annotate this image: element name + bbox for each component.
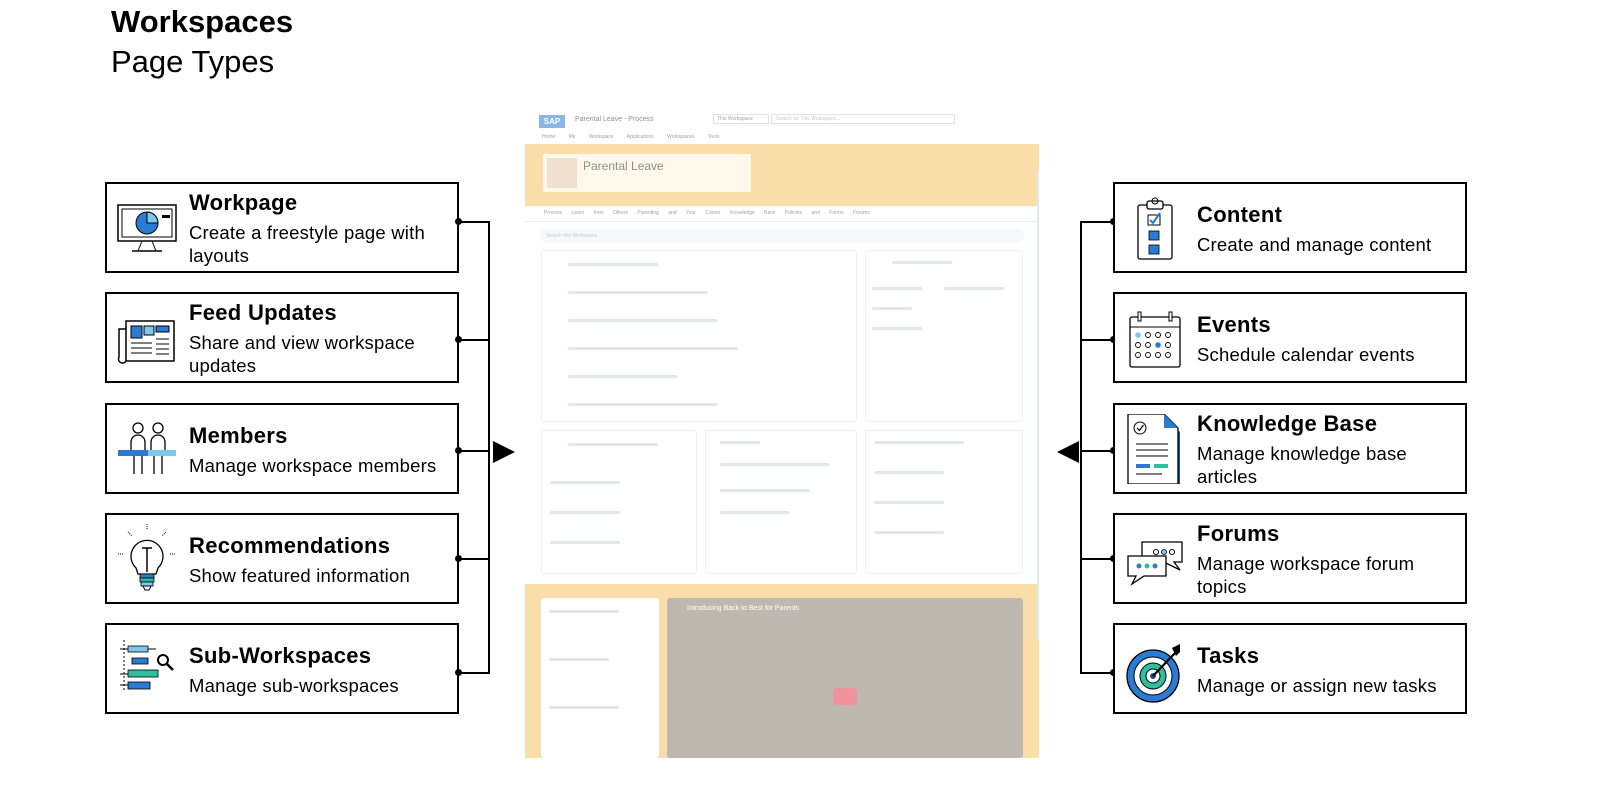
search-box: Search for This Workspace... <box>771 114 955 124</box>
target-arrow-icon <box>1126 644 1180 703</box>
card-title: Content <box>1197 202 1283 227</box>
card-knowledge-base[interactable]: Knowledge Base Manage knowledge base art… <box>1113 403 1467 494</box>
hero-card: Parental Leave <box>543 154 751 192</box>
video-panel <box>667 598 1023 758</box>
card-feed-updates[interactable]: Feed Updates Share and view workspace up… <box>105 292 459 383</box>
card-title: Events <box>1197 312 1271 337</box>
hierarchy-search-icon <box>120 640 174 692</box>
card-description: Manage knowledge base articles <box>1197 443 1407 487</box>
card-description: Manage sub-workspaces <box>189 675 399 696</box>
workspace-screenshot: SAP Parental Leave - Process This Worksp… <box>525 110 1039 758</box>
arrow-left-icon <box>1057 441 1079 463</box>
page-subtitle: Page Types <box>111 44 275 79</box>
lightbulb-icon <box>118 524 176 591</box>
clipboard-checklist-icon <box>1137 197 1173 260</box>
panel-parental-leave <box>705 430 857 574</box>
arrow-right-icon <box>493 441 515 463</box>
top-nav: Home My Workspace Applications Workspace… <box>542 134 720 140</box>
card-title: Recommendations <box>189 533 391 558</box>
chat-bubbles-icon <box>1127 541 1183 586</box>
panel-signup <box>865 430 1023 574</box>
card-title: Workpage <box>189 190 298 215</box>
card-title: Feed Updates <box>189 300 337 325</box>
workspace-search: Search this Workspace... <box>540 229 1024 242</box>
card-description: Schedule calendar events <box>1197 344 1415 365</box>
hero-banner: Parental Leave <box>525 144 1039 206</box>
members-icon <box>118 422 176 474</box>
card-members[interactable]: Members Manage workspace members <box>105 403 459 494</box>
newspaper-icon <box>117 320 175 364</box>
workspace-title: Parental Leave <box>583 159 664 173</box>
scrollbar <box>1037 170 1039 640</box>
shell-bar <box>525 110 1039 144</box>
card-recommendations[interactable]: Recommendations Show featured informatio… <box>105 513 459 604</box>
workspace-tabs: Process Learn from Others Parenting and … <box>525 206 1039 222</box>
card-title: Sub-Workspaces <box>189 643 372 668</box>
card-workpage[interactable]: Workpage Create a freestyle page with la… <box>105 182 459 273</box>
card-description: Manage workspace forum topics <box>1197 553 1415 597</box>
card-title: Members <box>189 423 288 448</box>
card-tasks[interactable]: Tasks Manage or assign new tasks <box>1113 623 1467 714</box>
card-content[interactable]: Content Create and manage content <box>1113 182 1467 273</box>
card-description: Share and view workspace updates <box>189 332 415 376</box>
card-title: Knowledge Base <box>1197 411 1378 436</box>
calendar-icon <box>1129 311 1181 368</box>
scope-select: This Workspace <box>713 114 769 124</box>
panel-contact <box>865 250 1023 422</box>
document-check-icon <box>1127 414 1180 484</box>
workspace-avatar <box>547 158 577 188</box>
card-forums[interactable]: Forums Manage workspace forum topics <box>1113 513 1467 604</box>
card-events[interactable]: Events Schedule calendar events <box>1113 292 1467 383</box>
card-description: Create and manage content <box>1197 234 1432 255</box>
page-title: Workspaces <box>111 4 294 39</box>
panel-family-form <box>541 430 697 574</box>
card-description: Show featured information <box>189 565 410 586</box>
panel-toolkit <box>541 250 857 422</box>
monitor-pie-chart-icon <box>117 204 177 252</box>
card-description: Create a freestyle page with layouts <box>189 222 425 266</box>
card-description: Manage workspace members <box>189 455 437 476</box>
card-title: Tasks <box>1197 643 1260 668</box>
video-title: Introducing Back to Best for Parents <box>687 605 800 612</box>
play-icon <box>833 688 857 705</box>
card-title: Forums <box>1197 521 1280 546</box>
card-description: Manage or assign new tasks <box>1197 675 1437 696</box>
kb-articles-panel <box>541 598 659 758</box>
card-sub-workspaces[interactable]: Sub-Workspaces Manage sub-workspaces <box>105 623 459 714</box>
sap-logo: SAP <box>539 115 565 128</box>
app-title: Parental Leave - Process <box>575 116 654 123</box>
